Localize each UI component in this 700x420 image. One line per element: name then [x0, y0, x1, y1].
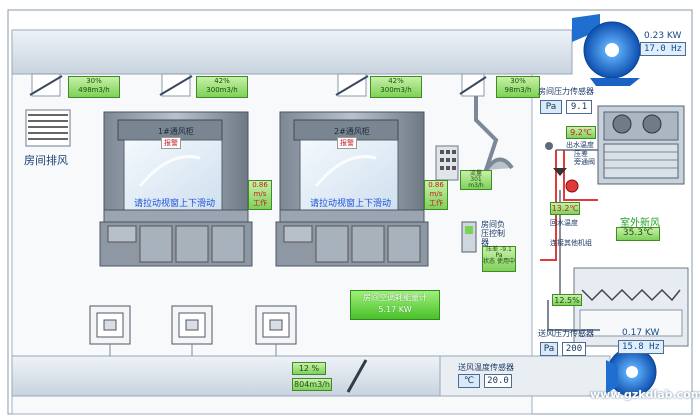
exhaust-dampers — [29, 73, 487, 97]
local-exhaust-flow-label: 流量 — [469, 170, 482, 177]
fume-hood-1-name: 1#通风柜 — [158, 127, 194, 136]
controller-status-label: 状态 — [483, 258, 496, 265]
room-pressure-sensor-label: 房间压力传感器 — [538, 87, 594, 96]
fume-hood-2-velocity-value: 0.86 — [428, 181, 444, 189]
chilled-water-pipes — [540, 150, 598, 261]
fume-hood-1-alarm[interactable]: 报警 — [161, 137, 181, 149]
fume-hood-2-name: 2#通风柜 — [334, 127, 370, 136]
damper-4-percent: 30% — [510, 77, 526, 85]
local-exhaust-readout: 流量 301 m3/h — [460, 170, 492, 190]
fume-hood-1-velocity-value: 0.86 — [252, 181, 268, 189]
controller-status-value: 使用中 — [496, 258, 515, 265]
damper-3-flow: 300m3/h — [380, 86, 412, 94]
fume-hood-1-status: 工作 — [253, 199, 267, 207]
exhaust-grille — [25, 109, 71, 147]
local-exhaust-flow-value: 301 — [470, 176, 482, 183]
supply-temp-sensor-label: 送风温度传感器 — [458, 363, 514, 372]
damper-2-readout: 42% 300m3/h — [196, 76, 248, 98]
ac-energy-value: 5.17 KW — [378, 305, 412, 314]
damper-3-readout: 42% 300m3/h — [370, 76, 422, 98]
supply-pressure-unit: Pa — [540, 342, 558, 356]
damper-1-readout: 30% 498m3/h — [68, 76, 120, 98]
fume-hood-2-sash-hint: 请拉动视窗上下滑动 — [310, 199, 392, 209]
supply-pressure-sensor-label: 送风压力传感器 — [538, 329, 594, 338]
bypass-valve-icon — [553, 168, 567, 176]
exhaust-fan-icon — [572, 14, 641, 86]
room-pressure-controller-label: 房间负压控制器 — [481, 220, 511, 247]
supply-fan-frequency: 15.8 Hz — [618, 340, 664, 354]
return-temp-label: 回水温度 — [550, 219, 578, 227]
room-pressure-controller-name: 房间负压控制器 — [481, 220, 505, 247]
damper-4-flow: 98m3/h — [504, 86, 532, 94]
damper-1-flow: 498m3/h — [78, 86, 110, 94]
room-pressure-controller-readout: 压差 -9.1 Pa 状态 使用中 — [482, 246, 516, 272]
damper-4-readout: 30% 98m3/h — [496, 76, 540, 98]
pump-icon — [565, 179, 579, 193]
supply-pressure-value: 200 — [562, 342, 586, 356]
damper-2-percent: 42% — [214, 77, 230, 85]
thermometer-icon: ℃ — [458, 374, 480, 388]
supply-damper-percent: 12 % — [292, 362, 326, 375]
damper-2-flow: 300m3/h — [206, 86, 238, 94]
fume-hood-2-alarm[interactable]: 报警 — [337, 137, 357, 149]
ahu-coil — [573, 267, 689, 347]
room-exhaust-label: 房间排风 — [24, 154, 68, 167]
ac-energy-readout: 房间空调耗能量计 5.17 KW — [350, 290, 440, 320]
supply-damper-blade — [346, 359, 368, 393]
ahu-valve-percent: 12.5% — [552, 294, 582, 306]
fume-hood-1-face-velocity: 0.86 m/s 工作 — [248, 180, 272, 210]
return-temp-value: 13.2℃ — [550, 202, 580, 215]
room-pressure-value: 9.1 — [566, 100, 592, 114]
supply-fan-power: 0.17 KW — [622, 328, 660, 338]
ac-energy-label: 房间空调耗能量计 — [363, 293, 427, 302]
fume-hood-1-body — [99, 111, 253, 267]
supply-diffusers — [89, 305, 297, 345]
exhaust-fan-frequency: 17.0 Hz — [640, 42, 686, 56]
pressure-diff-unit: Pa — [495, 252, 503, 259]
outlet-temp-label: 出水温度 — [566, 141, 594, 149]
supply-temp-value: 20.0 — [484, 374, 512, 388]
fume-hood-2-body — [275, 111, 429, 267]
fume-hood-2-status: 工作 — [429, 199, 443, 207]
local-exhaust-flow-unit: m3/h — [468, 182, 484, 189]
other-units-label: 连接其他机组 — [550, 239, 592, 247]
watermark: www.gzkdlab.com — [590, 388, 700, 401]
outdoor-air-temp: 35.3℃ — [616, 227, 660, 241]
exhaust-duct — [11, 29, 573, 75]
pressure-diff-label: 压差 — [486, 246, 499, 253]
damper-1-percent: 30% — [86, 77, 102, 85]
bypass-valve-label: 压差 旁通阀 — [574, 150, 595, 166]
fume-hood-2-velocity-unit: m/s — [429, 190, 443, 198]
local-exhaust-arm — [474, 96, 514, 176]
chiller-unit — [597, 105, 685, 185]
exhaust-fan-power: 0.23 KW — [644, 31, 682, 41]
pressure-diff-value: -9.1 — [500, 246, 512, 253]
outlet-temp-value: 9.2℃ — [566, 126, 596, 139]
supply-damper-flow: 804m3/h — [292, 378, 332, 391]
supply-fan-icon — [606, 347, 657, 397]
fume-hood-2-face-velocity: 0.86 m/s 工作 — [424, 180, 448, 210]
outdoor-air-label: 室外新风 — [620, 218, 660, 229]
fume-hood-1-velocity-unit: m/s — [253, 190, 267, 198]
fume-hood-1-sash-hint: 请拉动视窗上下滑动 — [134, 199, 216, 209]
room-pressure-unit: Pa — [540, 100, 562, 114]
damper-3-percent: 42% — [388, 77, 404, 85]
